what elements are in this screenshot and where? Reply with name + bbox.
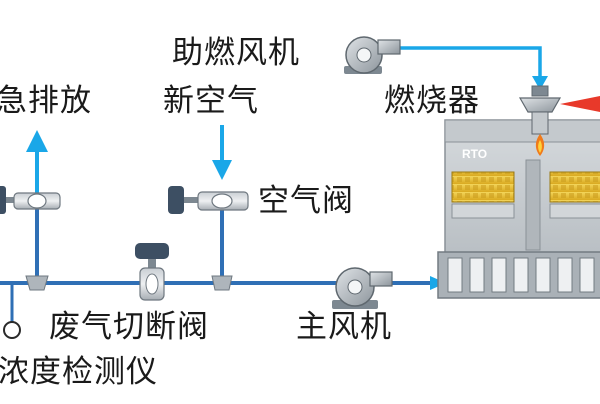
exhaust-shutoff-valve-label: 废气切断阀 — [49, 309, 209, 345]
burner-label: 燃烧器 — [384, 83, 480, 119]
combustion-air-pipe — [398, 46, 548, 90]
fresh-air-label: 新空气 — [163, 83, 259, 119]
emergency-discharge-arrow — [26, 130, 48, 193]
combustion-fan-icon — [344, 36, 401, 74]
main-fan-icon — [332, 267, 393, 309]
fresh-air-arrow — [212, 125, 232, 180]
detector-probe-icon — [3, 321, 21, 339]
burner-icon — [518, 85, 562, 135]
emergency-discharge-label: 急排放 — [0, 83, 92, 119]
air-valve-label: 空气阀 — [258, 183, 354, 219]
rto-label: RTO — [462, 147, 487, 161]
main-fan-label: 主风机 — [296, 309, 392, 345]
emergency-valve-icon — [0, 186, 61, 214]
fuel-arrow — [560, 96, 600, 112]
air-valve-icon — [168, 186, 249, 214]
tee-fitting-middle — [211, 275, 233, 291]
flame-icon — [535, 134, 545, 156]
tee-fitting-left — [25, 275, 49, 291]
combustion-fan-label: 助燃风机 — [172, 35, 300, 71]
exhaust-shutoff-valve-icon — [135, 243, 169, 301]
rto-unit-icon: RTO — [437, 119, 600, 299]
concentration-detector-label: 浓度检测仪 — [0, 354, 158, 390]
